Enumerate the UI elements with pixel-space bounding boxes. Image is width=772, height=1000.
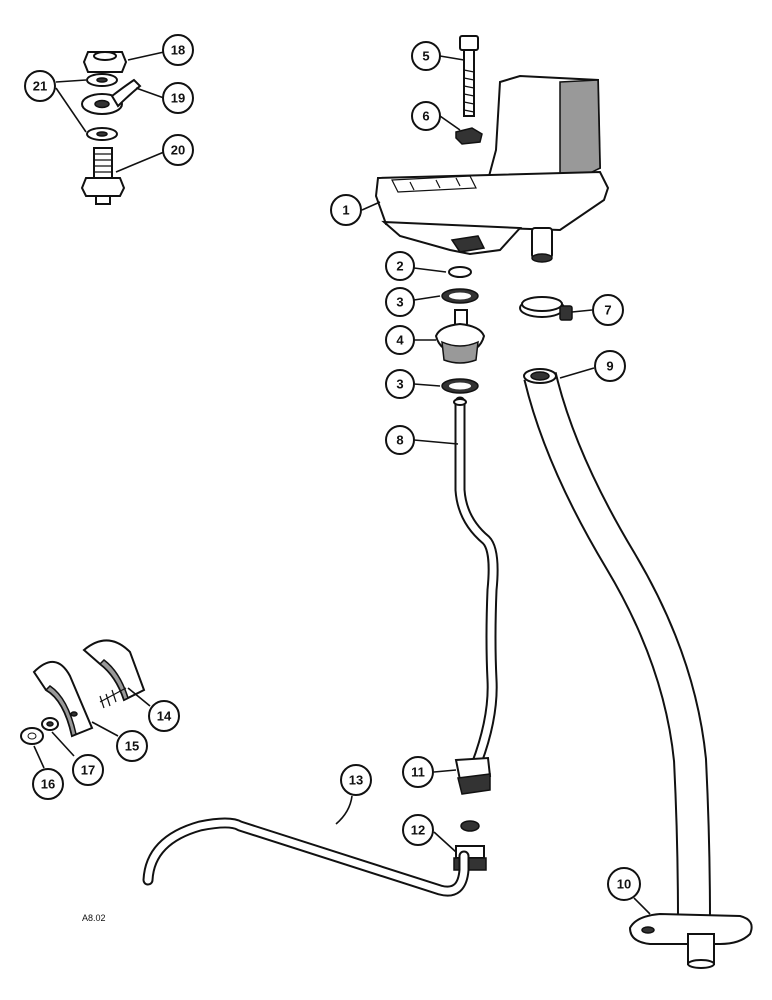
bolt-part-5 <box>459 35 479 117</box>
callout-21: 21 <box>24 70 56 102</box>
pipe-part-13 <box>142 817 470 897</box>
svg-text:5: 5 <box>422 49 429 64</box>
svg-text:20: 20 <box>171 143 185 158</box>
leader-lines <box>33 51 651 915</box>
callout-9: 9 <box>594 350 626 382</box>
washer-lower-part-21 <box>86 127 118 141</box>
valve-part-4 <box>434 309 486 364</box>
svg-text:19: 19 <box>171 91 185 106</box>
callout-19: 19 <box>162 82 194 114</box>
svg-text:8: 8 <box>396 433 403 448</box>
callout-8: 8 <box>385 425 415 455</box>
svg-text:12: 12 <box>411 823 425 838</box>
callout-3-upper: 3 <box>385 287 415 317</box>
callout-11: 11 <box>402 756 434 788</box>
callout-16: 16 <box>32 768 64 800</box>
callout-7: 7 <box>592 294 624 326</box>
ferrule-part-11 <box>460 820 480 832</box>
callout-20: 20 <box>162 134 194 166</box>
svg-text:13: 13 <box>349 773 363 788</box>
callout-2: 2 <box>385 251 415 281</box>
pipe-part-8 <box>453 396 499 776</box>
svg-text:7: 7 <box>604 303 611 318</box>
svg-text:2: 2 <box>396 259 403 274</box>
svg-text:15: 15 <box>125 739 139 754</box>
callout-15: 15 <box>116 730 148 762</box>
callout-18: 18 <box>162 34 194 66</box>
svg-text:11: 11 <box>411 765 425 780</box>
svg-text:3: 3 <box>396 377 403 392</box>
callout-5: 5 <box>411 41 441 71</box>
callout-13: 13 <box>340 764 372 796</box>
svg-text:18: 18 <box>171 43 185 58</box>
svg-text:14: 14 <box>157 709 172 724</box>
hose-clamp-part-7 <box>519 296 573 321</box>
seal-upper-part-3 <box>441 288 479 304</box>
callout-6: 6 <box>411 101 441 131</box>
svg-text:1: 1 <box>342 203 349 218</box>
svg-text:4: 4 <box>396 333 404 348</box>
callout-3-lower: 3 <box>385 369 415 399</box>
nut-part-18 <box>82 51 128 73</box>
callout-4: 4 <box>385 325 415 355</box>
washer-part-17 <box>41 717 59 731</box>
svg-text:6: 6 <box>422 109 429 124</box>
hose-part-9 <box>523 368 711 921</box>
clamp-half-part-15 <box>32 661 94 738</box>
svg-text:16: 16 <box>41 777 55 792</box>
o-ring-part-2 <box>448 266 472 278</box>
figure-code: A8.02 <box>82 913 106 923</box>
washer-upper-part-21 <box>86 73 118 87</box>
flange-part-10 <box>628 912 753 969</box>
banjo-part-19 <box>81 78 142 115</box>
svg-text:10: 10 <box>617 877 631 892</box>
svg-text:9: 9 <box>606 359 613 374</box>
banjo-fitting-assembly <box>80 51 142 205</box>
banjo-bolt-part-20 <box>80 147 126 205</box>
callout-10: 10 <box>607 867 641 901</box>
nut-part-16 <box>20 727 44 745</box>
callout-17: 17 <box>72 754 104 786</box>
callout-1: 1 <box>330 194 362 226</box>
seal-lower-part-3 <box>441 378 479 394</box>
callout-14: 14 <box>148 700 180 732</box>
fitting-nut-part-11 <box>454 756 492 795</box>
svg-text:3: 3 <box>396 295 403 310</box>
callout-12: 12 <box>402 814 434 846</box>
clamp-half-part-14 <box>82 639 146 709</box>
svg-text:21: 21 <box>33 79 47 94</box>
washer-part-6 <box>455 127 483 145</box>
svg-text:17: 17 <box>81 763 95 778</box>
housing-part-1 <box>374 74 610 263</box>
